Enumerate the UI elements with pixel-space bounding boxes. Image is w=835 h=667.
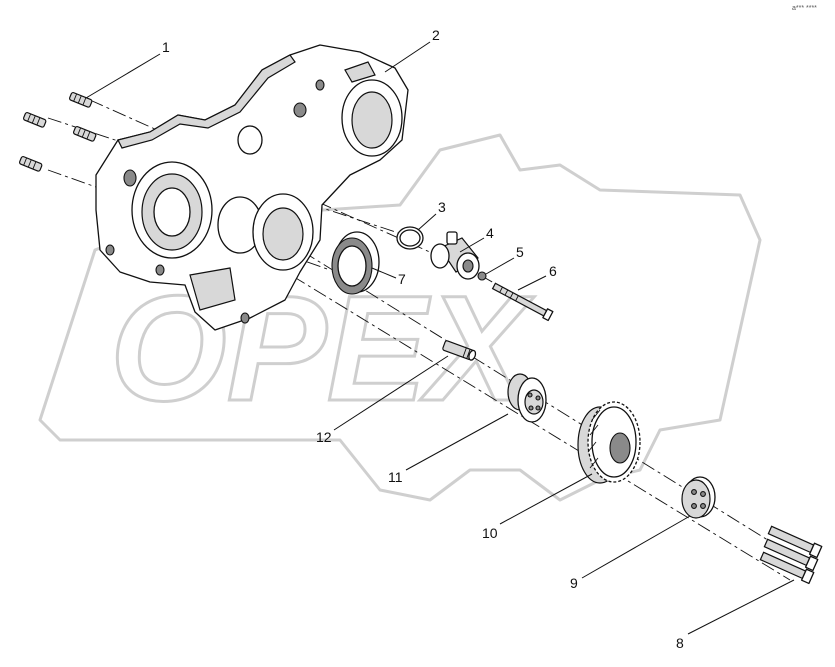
leader-6 [517,275,547,291]
corner-tag: a*** **** [792,5,817,12]
axis-line-lower [249,249,791,581]
axis-line-bolt [479,274,551,316]
leader-12 [333,355,449,431]
callout-12: 12 [316,429,332,445]
gear-icon [577,401,641,484]
leader-4 [459,237,485,253]
leader-9 [581,515,691,579]
callout-6: 6 [549,263,557,279]
callout-8: 8 [676,635,684,651]
leader-lines [85,41,795,635]
callout-3: 3 [438,199,446,215]
callout-11: 11 [388,469,403,485]
leader-5 [485,257,515,275]
callout-2: 2 [432,27,440,43]
callout-1: 1 [162,39,170,55]
bolt-set-icon [759,525,823,585]
callout-7: 7 [398,271,406,287]
watermark-gear-outline [38,133,762,502]
leader-8 [687,579,795,635]
o-ring-icon [396,226,424,250]
leader-1 [85,53,161,99]
long-bolt-icon [491,282,554,322]
hub-icon [507,373,547,423]
leader-3 [417,213,437,231]
watermark-text: OPEX [110,264,535,432]
callout-9: 9 [570,575,578,591]
callout-4: 4 [486,225,494,241]
small-seal-icon [477,271,487,281]
washer-plate-icon [681,476,716,519]
shaft-seal-icon [331,231,380,295]
callout-10: 10 [482,525,498,541]
stud-icon [19,92,97,172]
leader-7 [371,267,397,279]
pin-icon [442,340,477,361]
leader-10 [499,473,593,525]
callout-5: 5 [516,244,524,260]
leader-11 [405,413,509,471]
callouts: 1 2 3 4 5 6 7 8 9 10 11 12 [162,27,684,651]
timing-housing-icon [95,44,409,331]
leader-2 [384,41,431,73]
